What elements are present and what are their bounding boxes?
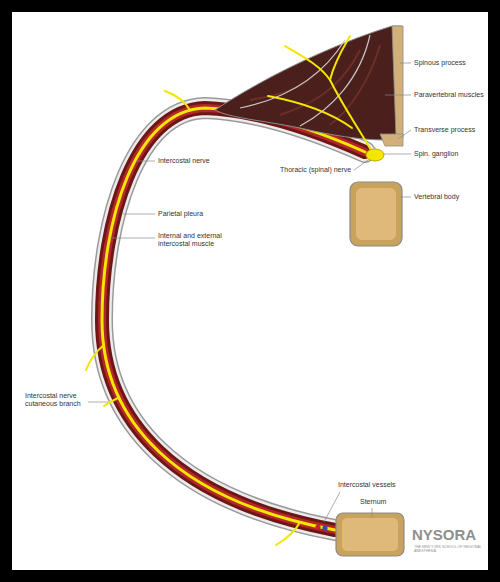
leader-line	[88, 402, 108, 403]
part-label: Intercostal vessels	[338, 481, 396, 489]
intercostal-vein	[322, 525, 327, 530]
part-label-box: Spinous process	[414, 59, 466, 67]
muscle-texture	[250, 45, 380, 125]
part-label: Spin. ganglion	[414, 150, 458, 158]
fascia-line	[240, 40, 345, 108]
part-label: Intercostal nerve	[158, 157, 210, 165]
intercostal-nerve	[102, 108, 365, 530]
part-label-box: Transverse process	[414, 126, 475, 134]
leader-line	[372, 508, 373, 517]
spinous-process	[392, 26, 403, 138]
chest-wall	[102, 108, 365, 530]
leader-line	[398, 130, 411, 139]
part-label-box: Spin. ganglion	[414, 150, 458, 158]
cutaneous-branch	[86, 345, 104, 370]
leader-line	[136, 161, 155, 162]
muscle-fibre	[330, 45, 380, 125]
watermark-logo: NYSORA	[412, 526, 476, 543]
muscle-fibre	[280, 50, 360, 115]
vertebral-body	[350, 182, 402, 246]
transverse-process	[380, 134, 403, 146]
sternum	[336, 513, 404, 556]
dorsal-ramus-branch	[268, 96, 352, 128]
part-label: Spinous process	[414, 59, 466, 67]
spinal-ganglion	[366, 149, 384, 161]
leader-line	[384, 154, 411, 155]
intercostal-muscle-inner	[102, 108, 365, 530]
part-label: Intercostal nerve cutaneous branch	[25, 392, 86, 408]
part-label-box: Parietal pleura	[158, 210, 203, 218]
vertebral-body-core	[356, 188, 396, 240]
part-label-box: Intercostal nerve	[158, 157, 210, 165]
part-label: Vertebral body	[414, 193, 459, 201]
leader-line	[400, 63, 411, 64]
part-label: Parietal pleura	[158, 210, 203, 218]
cutaneous-branch	[276, 522, 300, 545]
muscle-fibre	[250, 70, 320, 100]
ground	[12, 12, 488, 570]
dorsal-ramus	[330, 80, 372, 152]
part-label-box: Paravertebral muscles	[414, 91, 484, 99]
intercostal-artery	[315, 524, 320, 529]
part-label-box: Thoracic (spinal) nerve	[280, 166, 351, 174]
watermark-text-box: THE NEW YORK SCHOOL OF REGIONAL ANESTHES…	[414, 545, 484, 553]
part-label: Sternum	[360, 498, 386, 506]
paravertebral-muscles	[215, 26, 402, 140]
intercostal-muscle	[102, 108, 365, 530]
watermark-logo-box: NYSORA	[412, 526, 476, 543]
part-label-box: Internal and external intercostal muscle	[158, 232, 222, 248]
nerve-branches	[86, 36, 372, 545]
leader-line	[123, 214, 155, 215]
part-label: Transverse process	[414, 126, 475, 134]
part-label: Paravertebral muscles	[414, 91, 484, 99]
part-label-box: Sternum	[360, 498, 386, 506]
part-label-box: Intercostal nerve cutaneous branch	[25, 392, 86, 408]
leader-line	[110, 238, 155, 239]
leader-line	[385, 95, 411, 96]
part-label-box: Intercostal vessels	[338, 481, 396, 489]
part-label: Internal and external intercostal muscle	[158, 232, 222, 248]
fascia-lines	[240, 35, 370, 126]
leader-lines	[88, 63, 411, 522]
watermark-text: THE NEW YORK SCHOOL OF REGIONAL ANESTHES…	[414, 545, 484, 553]
dorsal-ramus-branch	[330, 36, 350, 80]
cutaneous-branch	[165, 91, 190, 110]
parietal-pleura	[102, 108, 365, 530]
part-label: Thoracic (spinal) nerve	[280, 166, 351, 174]
wall-fascia	[102, 108, 365, 530]
dorsal-ramus-branch	[285, 46, 330, 80]
fascia-line	[300, 35, 370, 126]
leader-line	[354, 160, 368, 170]
part-label-box: Vertebral body	[414, 193, 459, 201]
leader-line	[324, 492, 340, 522]
leader-line	[400, 197, 411, 198]
sternum-core	[342, 518, 398, 551]
